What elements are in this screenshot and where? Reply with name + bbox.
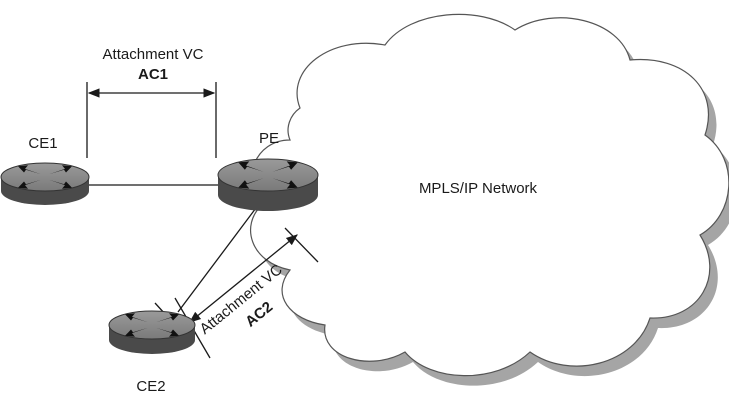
ac2-caption: Attachment VC bbox=[197, 261, 286, 338]
pe-label: PE bbox=[259, 130, 279, 147]
ac1-bracket: Attachment VC AC1 bbox=[86, 46, 217, 158]
ce2-router: CE2 bbox=[108, 310, 196, 395]
ce1-router: CE1 bbox=[0, 135, 90, 205]
ac2-arrow bbox=[189, 234, 298, 323]
ac1-caption: Attachment VC bbox=[103, 46, 204, 63]
network-label: MPLS/IP Network bbox=[419, 180, 538, 197]
router-icon bbox=[217, 158, 319, 211]
ce2-label: CE2 bbox=[136, 378, 165, 395]
ce1-label: CE1 bbox=[28, 135, 57, 152]
router-icon bbox=[108, 310, 196, 354]
ac1-name: AC1 bbox=[138, 66, 168, 83]
pe-router: PE bbox=[217, 130, 319, 211]
router-icon bbox=[0, 162, 90, 205]
mpls-ip-cloud: MPLS/IP Network bbox=[249, 13, 729, 386]
